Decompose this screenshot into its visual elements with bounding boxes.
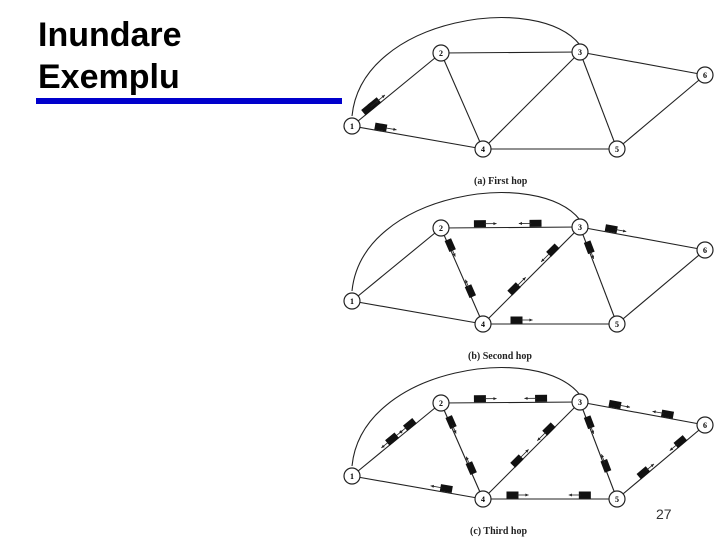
- link-2-3: [441, 52, 580, 53]
- link-5-6: [617, 250, 705, 324]
- caption-first-hop: (a) First hop: [474, 176, 527, 187]
- link-3-5: [580, 227, 617, 324]
- packet-arrow-2-0-head: [493, 222, 496, 225]
- packet-arrow-3-14-head: [569, 493, 572, 496]
- title-line-2: Exemplu: [38, 56, 182, 98]
- packet-arrow-1-1-head: [393, 128, 396, 131]
- node-label-4: 4: [481, 495, 485, 504]
- packet-2-2: [445, 238, 456, 252]
- node-label-6: 6: [703, 421, 707, 430]
- link-1-4: [352, 476, 483, 499]
- packet-arrow-3-7-head: [627, 405, 630, 408]
- link-2-4: [441, 53, 483, 149]
- node-label-5: 5: [615, 320, 619, 329]
- packet-3-1: [445, 415, 456, 429]
- link-1-4: [352, 301, 483, 324]
- node-label-5: 5: [615, 495, 619, 504]
- network-panel-2: 1 2 3 4 5 6: [344, 193, 713, 332]
- link-2-3: [441, 402, 580, 403]
- node-label-6: 6: [703, 71, 707, 80]
- packet-2-3: [465, 284, 476, 298]
- link-1-3: [352, 193, 580, 291]
- packet-3-2: [466, 461, 477, 475]
- slide-title: Inundare Exemplu: [38, 14, 182, 98]
- link-3-6: [580, 227, 705, 250]
- node-label-1: 1: [350, 472, 354, 481]
- node-label-1: 1: [350, 297, 354, 306]
- flooding-figure: 1 2 3 4 5 6 1 2 3 4 5 6 1 2 3 4 5 6 (a) First hop (b) Sec…: [334, 0, 720, 540]
- link-3-4: [483, 227, 580, 324]
- title-line-1: Inundare: [38, 14, 182, 56]
- link-1-3: [352, 18, 580, 116]
- link-1-3: [352, 368, 580, 466]
- link-2-3: [441, 227, 580, 228]
- network-diagram: 1 2 3 4 5 6 1 2 3 4 5 6 1 2 3 4 5 6: [334, 0, 720, 540]
- node-label-2: 2: [439, 224, 443, 233]
- link-3-5: [580, 402, 617, 499]
- node-label-4: 4: [481, 145, 485, 154]
- packet-arrow-2-1-head: [519, 222, 522, 225]
- node-label-2: 2: [439, 399, 443, 408]
- node-label-3: 3: [578, 48, 582, 57]
- node-label-5: 5: [615, 145, 619, 154]
- caption-second-hop: (b) Second hop: [468, 351, 532, 362]
- node-label-1: 1: [350, 122, 354, 131]
- node-label-3: 3: [578, 223, 582, 232]
- network-panel-3: 1 2 3 4 5 6: [344, 368, 713, 507]
- packet-arrow-3-6-head: [524, 397, 527, 400]
- link-5-6: [617, 75, 705, 149]
- packet-arrow-3-13-head: [525, 493, 528, 496]
- packet-2-7: [584, 240, 595, 254]
- packet-arrow-2-8-head: [529, 318, 532, 321]
- page-number: 27: [656, 506, 672, 522]
- node-label-3: 3: [578, 398, 582, 407]
- network-panel-1: 1 2 3 4 5 6: [344, 18, 713, 157]
- link-5-6: [617, 425, 705, 499]
- link-3-5: [580, 52, 617, 149]
- packet-arrow-3-15-head: [431, 485, 434, 488]
- packet-3-9: [584, 415, 595, 429]
- link-3-4: [483, 52, 580, 149]
- node-label-2: 2: [439, 49, 443, 58]
- title-underline: [36, 98, 342, 104]
- node-label-6: 6: [703, 246, 707, 255]
- packet-arrow-3-5-head: [493, 397, 496, 400]
- packet-arrow-3-8-head: [653, 410, 656, 413]
- packet-3-10: [600, 459, 611, 473]
- link-1-4: [352, 126, 483, 149]
- node-label-4: 4: [481, 320, 485, 329]
- link-3-6: [580, 52, 705, 75]
- link-3-6: [580, 402, 705, 425]
- packet-arrow-2-6-head: [623, 229, 626, 232]
- link-1-2: [352, 228, 441, 301]
- link-3-4: [483, 402, 580, 499]
- caption-third-hop: (c) Third hop: [470, 526, 527, 537]
